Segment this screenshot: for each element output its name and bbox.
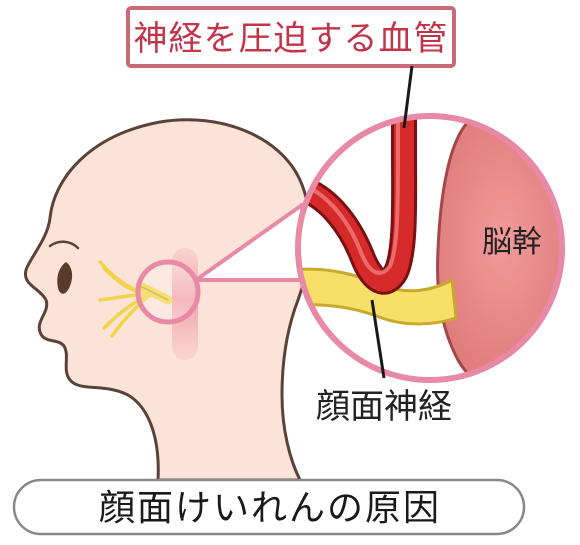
nerve-leader-line xyxy=(370,299,386,379)
eye-icon xyxy=(48,240,80,294)
title-box: 神経を圧迫する血管 xyxy=(126,6,456,68)
magnifier-ring xyxy=(295,113,565,383)
title-text: 神経を圧迫する血管 xyxy=(134,19,449,59)
caption-box: 顔面けいれんの原因 xyxy=(12,478,526,536)
caption-text: 顔面けいれんの原因 xyxy=(99,488,441,529)
face-nerve-branches xyxy=(98,260,152,338)
ear-focus-ring xyxy=(135,259,201,325)
brainstem-label: 脳幹 xyxy=(482,225,542,260)
vessel-leader-line xyxy=(402,65,414,129)
head-illustration xyxy=(23,118,312,482)
facial-nerve-label: 顔面神経 xyxy=(316,387,452,427)
